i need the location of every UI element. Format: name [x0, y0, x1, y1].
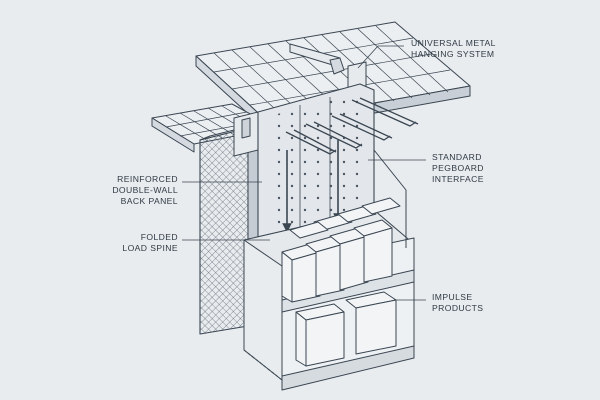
leader-lines [182, 45, 426, 301]
hanging-brackets [233, 43, 367, 157]
label-hanging-system: UNIVERSAL METAL HANGING SYSTEM [411, 38, 496, 59]
label-impulse-products: IMPULSE PRODUCTS [432, 292, 484, 313]
upper-boxes [281, 197, 401, 303]
label-load-spine: FOLDED LOAD SPINE [122, 232, 178, 253]
peg-hooks [285, 97, 419, 155]
label-pegboard-interface: STANDARD PEGBOARD INTERFACE [432, 152, 484, 184]
label-back-panel: REINFORCED DOUBLE-WALL BACK PANEL [112, 174, 178, 206]
